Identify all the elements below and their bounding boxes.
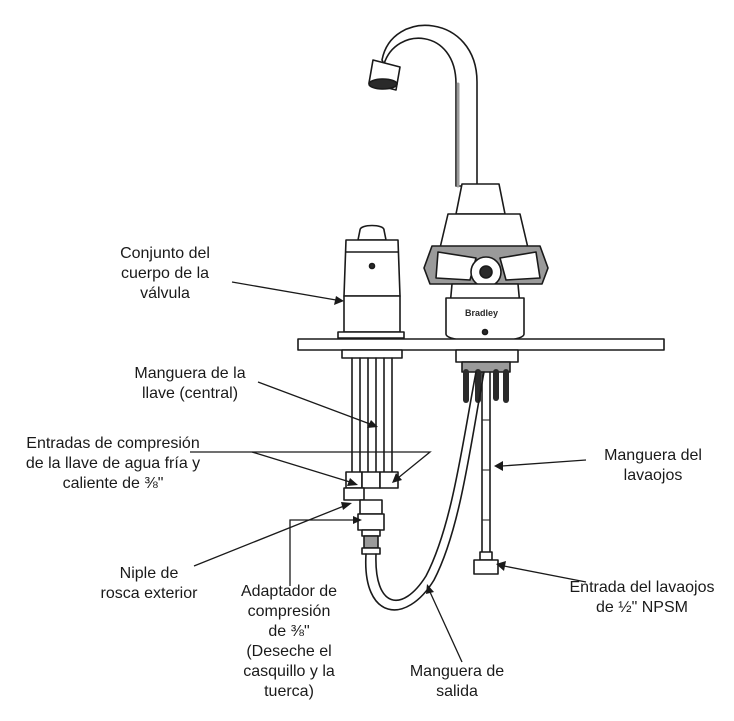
under-deck-flanges: [341, 349, 519, 373]
leader-arrowheads: [334, 296, 506, 594]
label-compression-inlets: Entradas de compresión de la llave de ag…: [25, 435, 201, 492]
gooseneck-spout: [368, 24, 478, 188]
mounting-studs: [463, 369, 509, 403]
label-eyewash-inlet: Entrada del lavaojos de ½" NPSM: [569, 579, 715, 616]
eyewash-hose: [481, 371, 491, 553]
label-compression-adapter: Adaptador de compresión de ⅜" (Deseche e…: [240, 583, 338, 700]
label-eyewash-hose: Manguera del lavaojos: [604, 447, 702, 484]
deck-plate: [297, 338, 665, 351]
nipple-adapter-stack: [357, 499, 385, 555]
label-faucet-hose: Manguera de la llave (central): [134, 365, 246, 402]
label-outlet-hose: Manguera de salida: [409, 663, 505, 700]
label-valve-body-assembly: Conjunto del cuerpo de la válvula: [120, 245, 210, 302]
valve-supply-hoses: [351, 357, 393, 477]
brand-mark: Bradley: [465, 308, 499, 318]
leader-lines: [190, 281, 587, 663]
compression-inlet-fittings: [343, 471, 399, 501]
outlet-hose: [365, 371, 485, 611]
eyewash-valve-handle: [423, 245, 549, 307]
eyewash-inlet-fitting: [473, 551, 499, 575]
faucet-lower-body: [445, 297, 525, 343]
label-nipple: Niple de rosca exterior: [100, 565, 198, 602]
spout-base: [439, 183, 529, 249]
valve-body-assembly: [337, 224, 405, 339]
